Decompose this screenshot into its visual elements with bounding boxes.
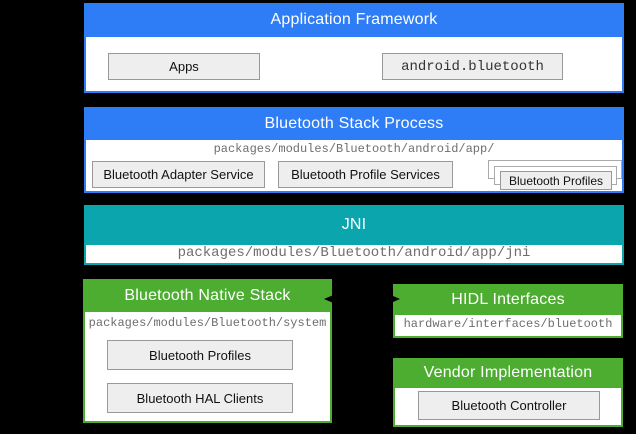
hidl-path: hardware/interfaces/bluetooth xyxy=(403,317,613,331)
vendor-implementation-header: Vendor Implementation xyxy=(393,358,623,388)
bluetooth-native-stack-header: Bluetooth Native Stack xyxy=(83,279,332,312)
section-jni: JNI packages/modules/Bluetooth/android/a… xyxy=(84,205,624,265)
native-stack-path: packages/modules/Bluetooth/system xyxy=(88,316,327,330)
jni-header: JNI xyxy=(84,205,624,245)
section-vendor-implementation: Vendor Implementation Bluetooth Controll… xyxy=(393,358,623,427)
android-bluetooth-box: android.bluetooth xyxy=(382,53,563,80)
hidl-interfaces-header: HIDL Interfaces xyxy=(393,284,623,315)
bluetooth-adapter-service-box: Bluetooth Adapter Service xyxy=(92,161,265,188)
hidl-interfaces-body: hardware/interfaces/bluetooth xyxy=(393,315,623,338)
bidirectional-arrow-icon xyxy=(324,293,400,305)
section-bluetooth-native-stack: Bluetooth Native Stack packages/modules/… xyxy=(83,279,332,423)
bluetooth-hal-clients-box: Bluetooth HAL Clients xyxy=(107,383,293,413)
bluetooth-profile-services-box: Bluetooth Profile Services xyxy=(278,161,453,188)
bluetooth-profiles-box: Bluetooth Profiles xyxy=(107,340,293,370)
application-framework-body: Apps android.bluetooth xyxy=(84,37,624,93)
application-framework-header: Application Framework xyxy=(84,3,624,37)
bluetooth-native-stack-body: packages/modules/Bluetooth/system Blueto… xyxy=(83,312,332,423)
section-application-framework: Application Framework Apps android.bluet… xyxy=(84,3,624,93)
bluetooth-controller-box: Bluetooth Controller xyxy=(418,391,600,420)
apps-box: Apps xyxy=(108,53,260,80)
bluetooth-profiles-stacked-box: Bluetooth Profiles xyxy=(500,171,612,190)
section-bluetooth-stack-process: Bluetooth Stack Process packages/modules… xyxy=(84,107,624,193)
bluetooth-stack-process-body: packages/modules/Bluetooth/android/app/ … xyxy=(84,140,624,193)
bluetooth-stack-process-header: Bluetooth Stack Process xyxy=(84,107,624,140)
section-hidl-interfaces: HIDL Interfaces hardware/interfaces/blue… xyxy=(393,284,623,338)
vendor-implementation-body: Bluetooth Controller xyxy=(393,388,623,427)
stack-process-path: packages/modules/Bluetooth/android/app/ xyxy=(213,142,495,156)
jni-body: packages/modules/Bluetooth/android/app/j… xyxy=(84,245,624,265)
jni-path: packages/modules/Bluetooth/android/app/j… xyxy=(177,245,531,261)
